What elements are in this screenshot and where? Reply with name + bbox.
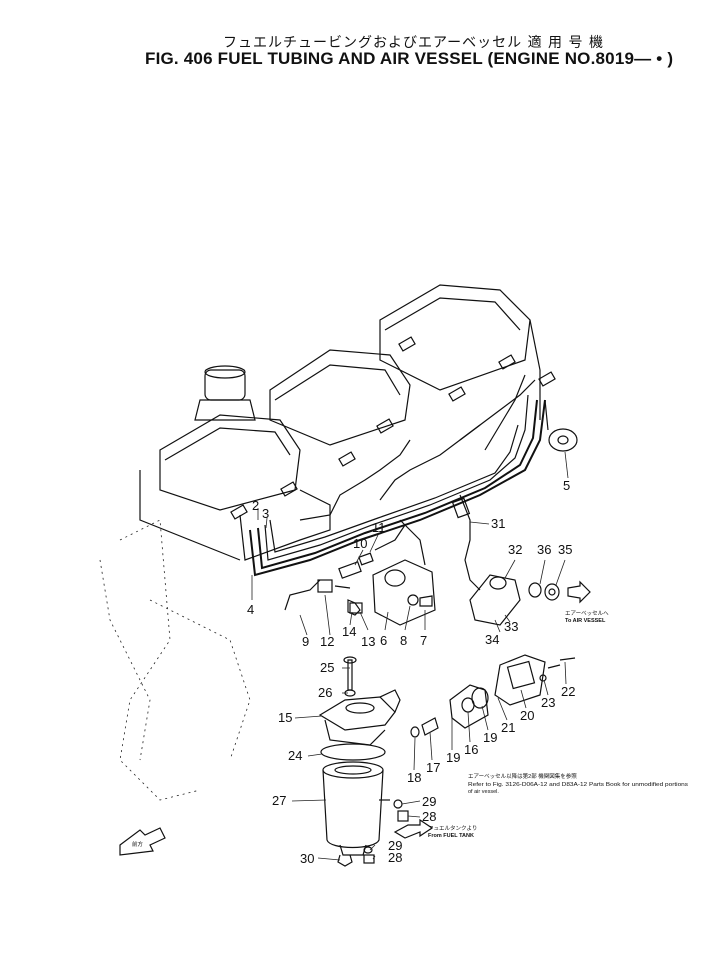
label-29a: 29: [422, 794, 436, 809]
label-13: 13: [361, 634, 375, 649]
bracket-assembly: [372, 519, 436, 626]
air-vessel-fittings: [469, 574, 591, 626]
label-23: 23: [541, 695, 555, 710]
part-31-hose: [451, 494, 481, 591]
refer-note-jp: エアーベッセル以降は第2部 機関図集を参照: [468, 772, 577, 780]
label-10: 10: [353, 536, 367, 551]
label-6: 6: [380, 633, 387, 648]
cylinder-head-covers: [139, 284, 541, 561]
label-35: 35: [558, 542, 572, 557]
label-26: 26: [318, 685, 332, 700]
label-12: 12: [320, 634, 334, 649]
label-7: 7: [420, 633, 427, 648]
label-27: 27: [272, 793, 286, 808]
from-fuel-tank: From FUEL TANK: [428, 833, 474, 839]
label-36: 36: [537, 542, 551, 557]
label-29b: 29: [388, 838, 402, 853]
label-4: 4: [247, 602, 254, 617]
label-5: 5: [563, 478, 570, 493]
label-8: 8: [400, 633, 407, 648]
label-17: 17: [426, 760, 440, 775]
injector-fittings: [230, 336, 556, 520]
fitting-9-12-14: [284, 579, 363, 616]
label-20: 20: [520, 708, 534, 723]
leader-lines: [251, 451, 569, 861]
from-fuel-tank-jp: フュエルタンクより: [428, 824, 477, 832]
part-labels: 2 3 4 5 6 7 8 9 10 11 12 13 14 15 16 17 …: [247, 478, 575, 866]
label-22: 22: [561, 684, 575, 699]
label-9: 9: [302, 634, 309, 649]
front-arrow: [119, 827, 166, 856]
label-15: 15: [278, 710, 292, 725]
gasket-24: [320, 743, 386, 761]
label-21: 21: [501, 720, 515, 735]
label-30: 30: [300, 851, 314, 866]
diagram-notes: エアーベッセルへ To AIR VESSEL エアーベッセル以降は第2部 機関図…: [132, 610, 688, 848]
label-18: 18: [407, 770, 421, 785]
label-25: 25: [320, 660, 334, 675]
part-5-flange: [544, 399, 578, 452]
label-32: 32: [508, 542, 522, 557]
figure-title: FIG. 406 FUEL TUBING AND AIR VESSEL (ENG…: [145, 49, 674, 68]
injection-tubes: [239, 374, 546, 577]
label-28b: 28: [388, 850, 402, 865]
to-air-vessel: To AIR VESSEL: [565, 618, 606, 624]
label-19b: 19: [483, 730, 497, 745]
label-24: 24: [288, 748, 302, 763]
label-3: 3: [262, 506, 269, 521]
label-14: 14: [342, 624, 356, 639]
filter-element-27: [322, 761, 390, 856]
from-fuel-tank-arrow: [393, 818, 434, 839]
refer-note-line2: of air vessel.: [468, 789, 499, 795]
fitting-10-11: [338, 524, 406, 579]
label-31: 31: [491, 516, 505, 531]
label-2: 2: [252, 498, 259, 513]
label-19a: 19: [446, 750, 460, 765]
label-34: 34: [485, 632, 499, 647]
front-arrow-label: 前方: [132, 840, 144, 848]
fuel-filter-head: [318, 656, 401, 746]
label-11: 11: [372, 520, 386, 535]
label-16: 16: [464, 742, 478, 757]
title-japanese: フュエルチュービングおよびエアーベッセル 適 用 号 機: [223, 35, 604, 51]
to-air-vessel-jp: エアーベッセルへ: [565, 610, 609, 617]
label-28a: 28: [422, 809, 436, 824]
engine-block-outline: [99, 519, 251, 801]
label-33: 33: [504, 619, 518, 634]
refer-note-line1: Refer to Fig. 3126-D06A-12 and D83A-12 P…: [468, 782, 688, 788]
